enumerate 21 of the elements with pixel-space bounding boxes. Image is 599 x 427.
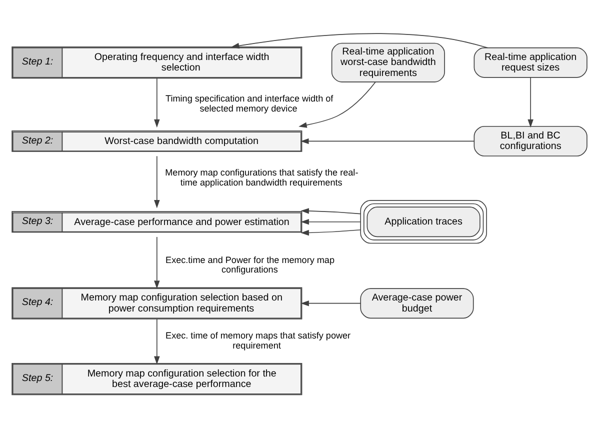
arrow: [300, 300, 361, 306]
node-box: Real-time application request sizes: [474, 46, 588, 78]
arrow: [154, 236, 160, 288]
arrow: [154, 77, 160, 128]
node-box: Average-case power budget: [360, 288, 474, 318]
node-box: BL,BI and BC configurations: [474, 125, 588, 156]
arrow: [300, 218, 361, 224]
arrow: [154, 155, 160, 208]
edge-label: Exec. time of memory maps that satisfy power requirement: [166, 330, 351, 350]
arrow: [528, 76, 534, 128]
arrow: [300, 208, 361, 214]
edge-label: Timing specification and interface width of selected memory device: [166, 93, 334, 113]
arrow: [230, 32, 488, 48]
edge-label: Exec.time and Power for the memory map configurations: [166, 254, 334, 274]
arrow: [300, 138, 474, 144]
edge-label: Memory map configurations that satisfy the real-time application bandwidth requirements: [165, 167, 358, 187]
arrow: [298, 81, 376, 128]
node-box: Application traces: [360, 200, 487, 244]
node-box: Real-time application worst-case bandwidth requirements: [331, 42, 445, 82]
arrow: [300, 228, 361, 236]
arrow: [154, 318, 160, 364]
